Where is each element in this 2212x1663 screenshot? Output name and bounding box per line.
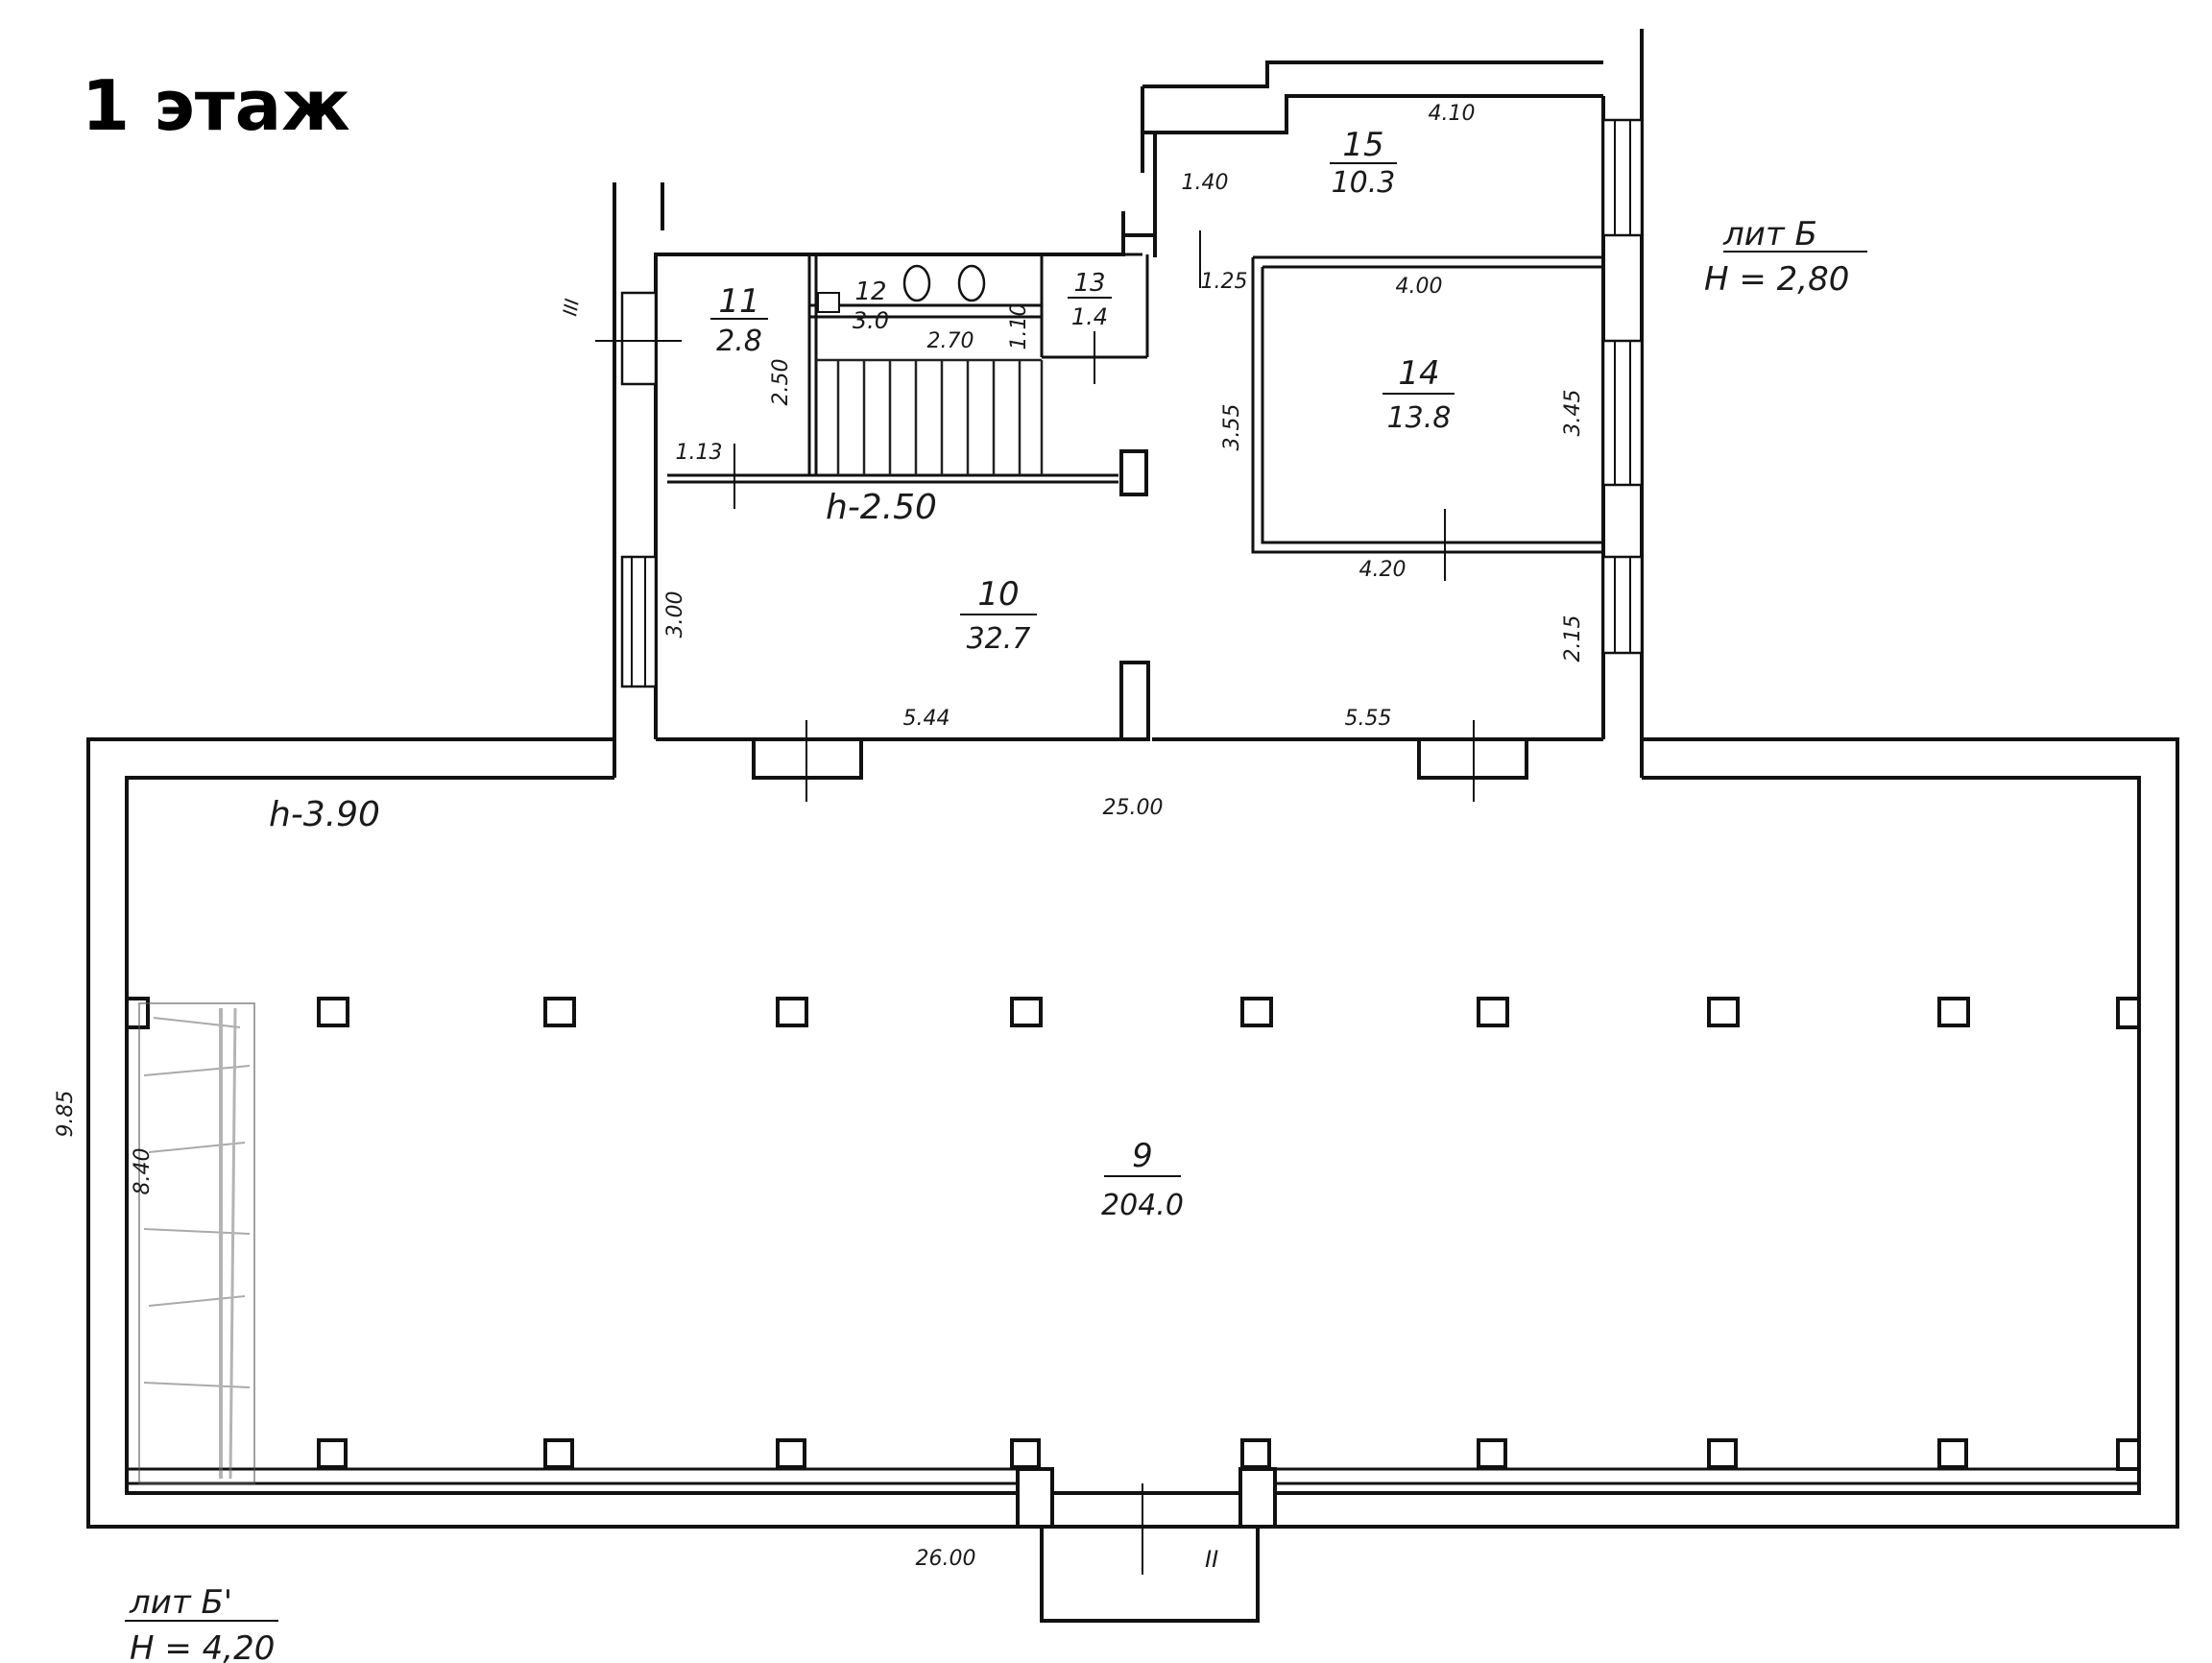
dim-3-45: 3.45	[1561, 390, 1585, 437]
hall-columns	[317, 997, 1970, 1469]
staircase	[816, 358, 1044, 475]
ceiling-height-hall: h-3.90	[269, 795, 380, 834]
dim-1-13: 1.13	[676, 441, 723, 465]
hall-walls	[86, 737, 2179, 1529]
room-12-number: 12	[854, 277, 886, 306]
lit-b-label: лит Б Н = 2,80	[1704, 215, 1867, 299]
room-10-area: 32.7	[967, 622, 1031, 656]
room-10: 10 32.7	[960, 575, 1037, 656]
room-13-number: 13	[1073, 269, 1105, 298]
dim-1-10: 1.10	[1007, 303, 1031, 350]
dim-1-40: 1.40	[1182, 171, 1229, 195]
room-11: 11 2.8	[710, 282, 768, 358]
dim-2-15: 2.15	[1561, 615, 1585, 663]
lit-b1-height: Н = 4,20	[130, 1629, 275, 1663]
stair-sketch	[138, 1002, 255, 1484]
dim-25-00: 25.00	[1103, 796, 1164, 820]
dim-5-44: 5.44	[903, 707, 950, 731]
dim-4-10: 4.10	[1429, 102, 1476, 126]
dim-26-00: 26.00	[916, 1547, 976, 1571]
lit-b1-label: лит Б' Н = 4,20	[125, 1583, 278, 1663]
room-15-number: 15	[1342, 126, 1383, 164]
room-9: 9 204.0	[1101, 1137, 1184, 1222]
room-13-area: 1.4	[1071, 303, 1108, 330]
dim-2-70: 2.70	[927, 329, 974, 353]
room-9-number: 9	[1132, 1137, 1153, 1175]
room-13: 13 1.4	[1068, 269, 1112, 330]
room-11-area: 2.8	[716, 325, 762, 358]
dim-2-50: 2.50	[769, 359, 793, 406]
dimension-labels: 4.10 1.40 1.25 4.00 3.45 3.55 4.20 2.15 …	[54, 102, 1585, 1571]
ceiling-height-upper: h-2.50	[826, 488, 937, 527]
lit-b-name: лит Б	[1722, 215, 1817, 253]
dim-3-00: 3.00	[663, 591, 687, 639]
room-12: 12 3.0	[850, 277, 893, 334]
section-mark-upper: III	[558, 297, 584, 318]
room-10-number: 10	[977, 575, 1019, 614]
room-14: 14 13.8	[1382, 354, 1455, 435]
room-15: 15 10.3	[1330, 126, 1397, 200]
room-15-area: 10.3	[1332, 166, 1396, 200]
lit-b1-name: лит Б'	[129, 1583, 232, 1622]
room-14-area: 13.8	[1387, 401, 1452, 435]
dim-1-25: 1.25	[1201, 270, 1248, 294]
hall-entrance	[1016, 1467, 1277, 1623]
annex-walls	[613, 29, 1644, 802]
dim-4-00: 4.00	[1396, 275, 1443, 299]
floor-title: 1 этаж	[82, 65, 350, 146]
dim-4-20: 4.20	[1359, 558, 1407, 582]
room-12-area: 3.0	[853, 307, 889, 334]
annex-partitions	[595, 230, 1603, 581]
dim-8-40: 8.40	[131, 1148, 155, 1195]
dim-5-55: 5.55	[1345, 707, 1392, 731]
lit-b-height: Н = 2,80	[1704, 260, 1849, 299]
dim-3-55: 3.55	[1220, 404, 1244, 451]
room-11-number: 11	[718, 282, 759, 321]
section-mark-lower: II	[1205, 1546, 1218, 1573]
room-14-number: 14	[1398, 354, 1439, 393]
room-9-area: 204.0	[1101, 1189, 1184, 1222]
dim-9-85: 9.85	[54, 1091, 78, 1138]
